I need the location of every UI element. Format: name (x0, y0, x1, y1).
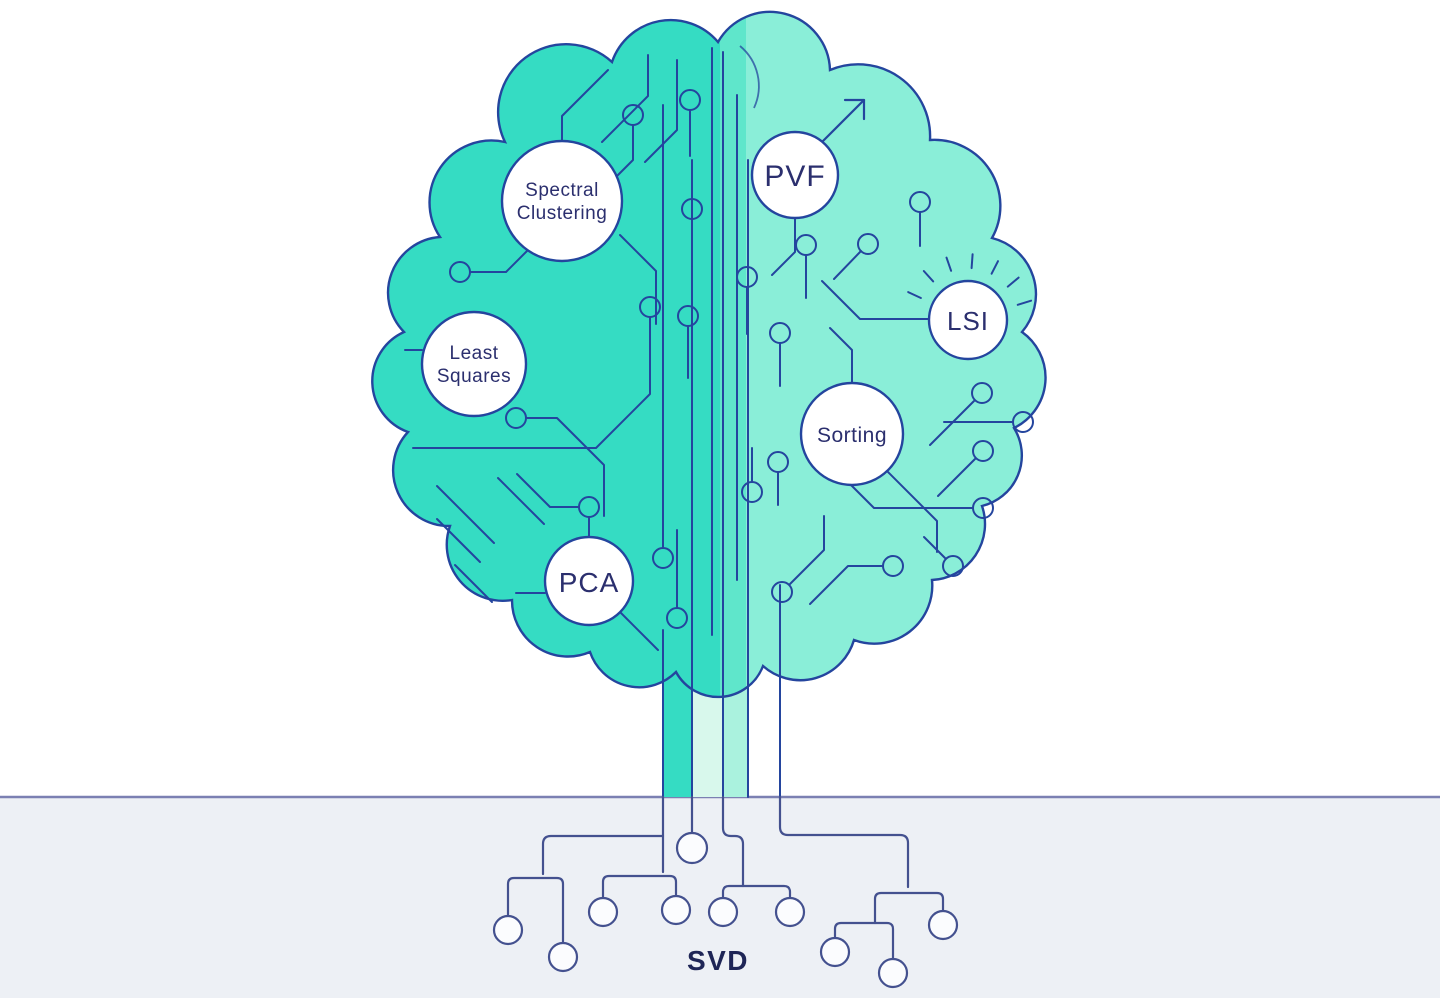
pvf-label: PVF (764, 160, 825, 193)
least-squares-circle (420, 310, 528, 418)
least-squares-label-line2: Squares (437, 366, 511, 387)
pca-label: PCA (559, 567, 620, 598)
lsi-rays-icon (907, 253, 1033, 306)
spectral-clustering-circle (500, 139, 624, 263)
sorting-label: Sorting (817, 424, 887, 447)
label-spectral-clustering: Spectral Clustering (500, 139, 624, 263)
label-sorting: Sorting (799, 381, 905, 487)
root-system (492, 795, 959, 989)
circuit-nodes (449, 89, 1034, 629)
brain-lobe-inner-arc (739, 45, 760, 109)
label-pvf: PVF (750, 130, 840, 220)
label-lsi: LSI (927, 279, 1009, 361)
label-pca: PCA (543, 535, 635, 627)
label-least-squares: Least Squares (420, 310, 528, 418)
lsi-circle (927, 279, 1009, 361)
growth-arrow-icon (820, 98, 866, 144)
pca-circle (543, 535, 635, 627)
sorting-circle (799, 381, 905, 487)
concept-labels: Spectral Clustering PVF Least Squares LS… (420, 130, 1009, 627)
spectral-clustering-label-line1: Spectral (525, 180, 599, 201)
least-squares-label-line1: Least (450, 343, 499, 364)
spectral-clustering-label-line2: Clustering (517, 203, 608, 224)
circuit-traces (404, 47, 1013, 798)
svd-label: SVD (687, 945, 749, 976)
lsi-label: LSI (947, 306, 989, 336)
pvf-circle (750, 130, 840, 220)
